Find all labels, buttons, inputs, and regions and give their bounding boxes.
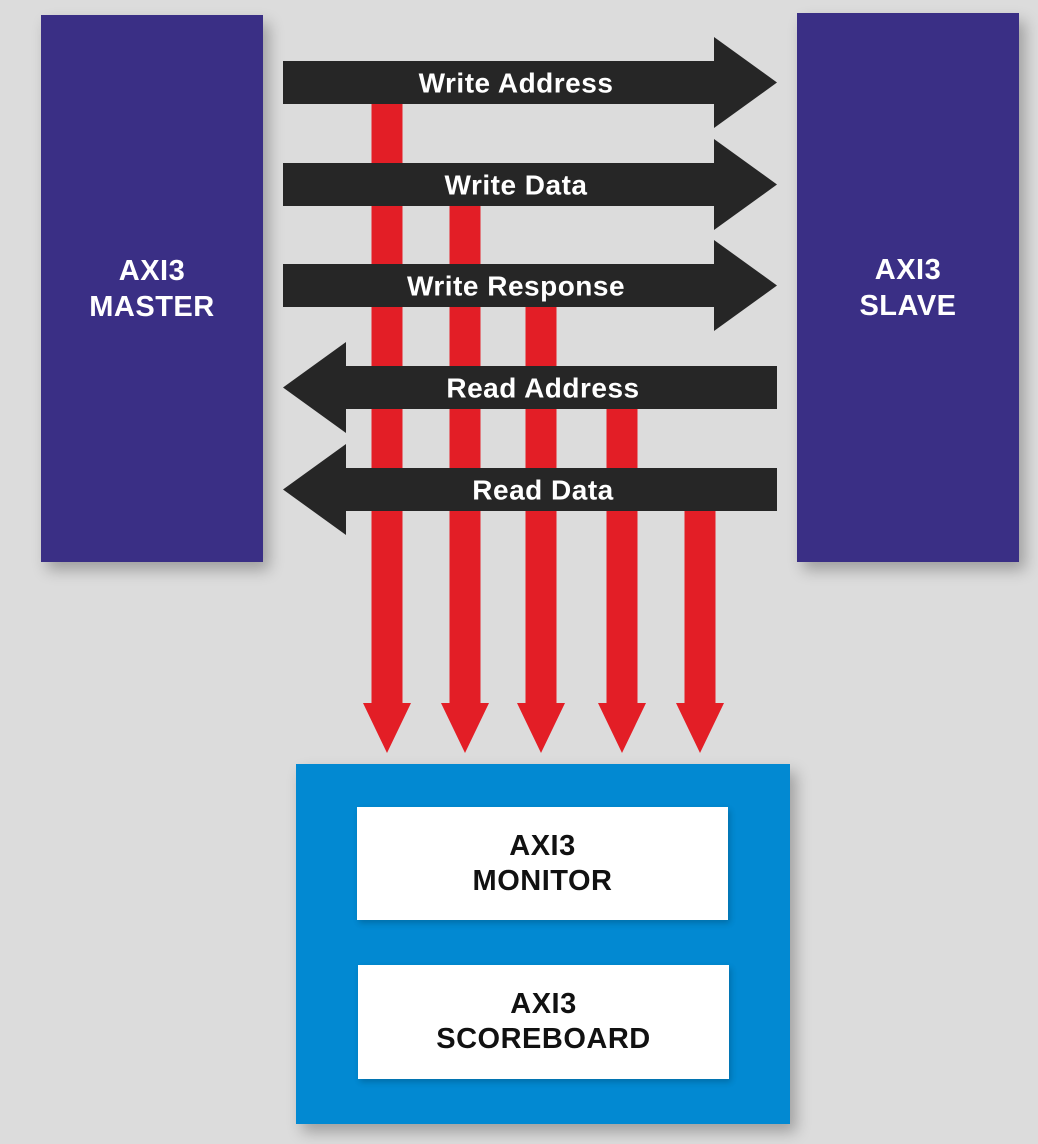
channel-read-address-arrow-shape bbox=[283, 342, 777, 433]
channel-write-data-arrow: Write Data bbox=[283, 139, 777, 230]
channel-write-response-label: Write Response bbox=[407, 271, 625, 302]
channel-read-data-arrow-shape bbox=[283, 444, 777, 535]
channel-read-data-arrow: Read Data bbox=[283, 444, 777, 535]
axi3-master-block: AXI3 MASTER bbox=[41, 15, 263, 562]
channel-write-address-arrow-shape bbox=[283, 37, 777, 128]
channel-read-data-label: Read Data bbox=[472, 475, 613, 506]
channel-write-data-arrow-shape bbox=[283, 139, 777, 230]
channel-read-address-arrow: Read Address bbox=[283, 342, 777, 433]
channel-write-address-arrow: Write Address bbox=[283, 37, 777, 128]
monitor-label-line-2: MONITOR bbox=[472, 864, 613, 897]
slave-label-line-2: SLAVE bbox=[859, 289, 957, 322]
axi3-slave-block: AXI3 SLAVE bbox=[797, 13, 1019, 562]
axi3-scoreboard-box: AXI3 SCOREBOARD bbox=[358, 965, 729, 1079]
master-label-line-1: AXI3 bbox=[118, 254, 186, 287]
tap-arrow-write-response bbox=[517, 307, 565, 753]
scoreboard-label-line-1: AXI3 bbox=[510, 988, 577, 1020]
slave-label-line-1: AXI3 bbox=[874, 253, 942, 286]
tap-arrow-read-data bbox=[676, 511, 724, 753]
channel-write-response-arrow-shape bbox=[283, 240, 777, 331]
monitor-label-line-1: AXI3 bbox=[509, 829, 576, 862]
channel-write-address-label: Write Address bbox=[419, 68, 614, 99]
axi3-monitor-box: AXI3 MONITOR bbox=[357, 807, 728, 920]
verification-environment: AXI3 MONITOR AXI3 SCOREBOARD bbox=[296, 764, 790, 1124]
master-label-line-2: MASTER bbox=[89, 290, 215, 323]
channel-write-data-label: Write Data bbox=[445, 170, 588, 201]
channel-read-address-label: Read Address bbox=[446, 373, 639, 404]
channel-write-response-arrow: Write Response bbox=[283, 240, 777, 331]
scoreboard-label-line-2: SCOREBOARD bbox=[436, 1023, 651, 1055]
tap-arrow-read-address bbox=[598, 409, 646, 753]
